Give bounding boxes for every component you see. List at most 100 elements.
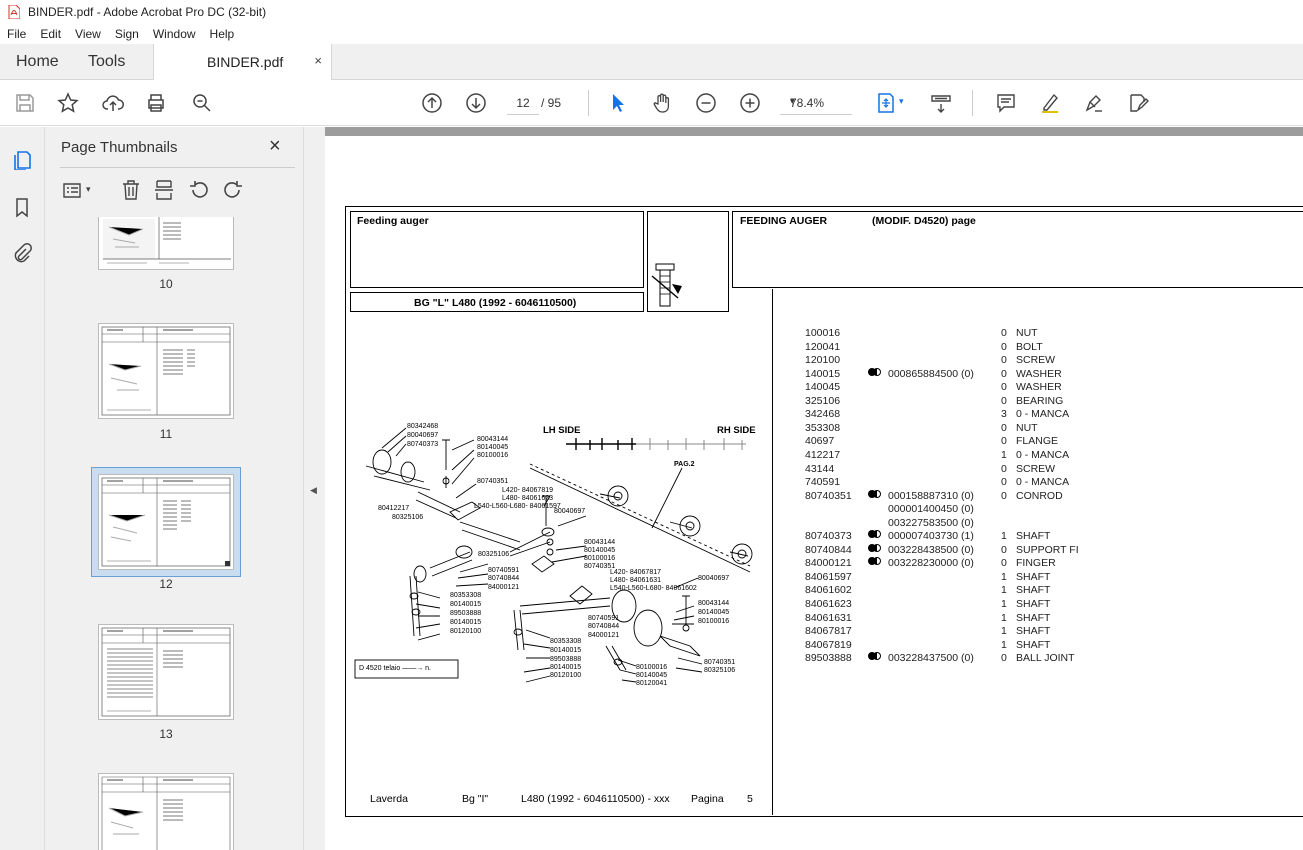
- part-description: 0 - MANCA: [1016, 448, 1070, 461]
- zoom-in-icon[interactable]: [738, 91, 762, 115]
- part-reference: 003227583500 (0): [888, 516, 974, 529]
- part-description: SHAFT: [1016, 598, 1051, 610]
- draw-pen-icon[interactable]: [1082, 91, 1106, 115]
- menu-file[interactable]: File: [7, 27, 27, 41]
- chevron-down-icon[interactable]: ▾: [86, 184, 91, 194]
- chevron-down-icon[interactable]: ▾: [899, 96, 904, 106]
- header-right-box: [732, 211, 1303, 288]
- part-code: 89503888: [805, 652, 852, 665]
- menu-sign[interactable]: Sign: [114, 27, 139, 41]
- tab-bar: Home Tools BINDER.pdf ×: [0, 44, 1303, 81]
- delete-pages-icon[interactable]: [119, 178, 143, 202]
- part-code: 43144: [805, 462, 835, 475]
- diagram-callout: 80120100: [450, 628, 482, 635]
- bookmarks-icon[interactable]: [10, 195, 34, 219]
- diagram-callout: 80740351: [704, 659, 736, 666]
- thumbnail-page-13[interactable]: [98, 624, 234, 720]
- thumbnail-page-11[interactable]: [98, 323, 234, 419]
- part-code: 140015: [805, 367, 841, 380]
- page-thumbnails-icon[interactable]: [10, 147, 34, 171]
- diagram-callout: 80043144: [584, 539, 616, 546]
- bookmark-star-icon[interactable]: [56, 91, 80, 115]
- part-description: 0 - MANCA: [1016, 408, 1070, 421]
- page-number-input[interactable]: [507, 91, 539, 115]
- part-code: 120041: [805, 340, 841, 353]
- panel-splitter[interactable]: ◀: [303, 127, 325, 850]
- diagram-callout: 80100016: [477, 452, 509, 459]
- next-page-icon[interactable]: [464, 91, 488, 115]
- zoom-out-icon[interactable]: [694, 91, 718, 115]
- tab-home[interactable]: Home: [16, 53, 59, 70]
- part-quantity: 0: [1001, 652, 1007, 665]
- part-quantity: 0: [1001, 462, 1007, 475]
- exploded-parts-diagram: [354, 427, 753, 683]
- lh-side-label: LH SIDE: [543, 425, 581, 436]
- part-description: SHAFT: [1016, 584, 1051, 597]
- menu-edit[interactable]: Edit: [40, 27, 62, 41]
- menu-help[interactable]: Help: [209, 27, 235, 41]
- diagram-callout: 80325106: [704, 667, 736, 674]
- part-quantity: 0: [1001, 394, 1007, 407]
- part-code: 40697: [805, 435, 835, 448]
- fill-sign-icon[interactable]: [1126, 91, 1150, 115]
- header-left-title: Feeding auger: [357, 215, 429, 227]
- diagram-callout: L420- 84067817: [610, 569, 661, 576]
- diagram-callout: 80325106: [478, 551, 510, 558]
- close-icon[interactable]: ×: [269, 135, 281, 157]
- search-zoom-icon[interactable]: [190, 91, 214, 115]
- hand-tool-icon[interactable]: [650, 91, 674, 115]
- part-description: SCREW: [1016, 462, 1056, 475]
- thumbnail-page-12[interactable]: [98, 474, 234, 570]
- rotate-counterclockwise-icon[interactable]: [187, 178, 211, 202]
- zoom-level-dropdown[interactable]: 78.4% ▾: [780, 91, 852, 115]
- part-quantity: 1: [1001, 598, 1007, 610]
- model-box: [350, 292, 644, 312]
- diagram-callout: 80043144: [698, 600, 730, 607]
- menu-view[interactable]: View: [75, 27, 101, 41]
- tab-close-icon[interactable]: ×: [314, 53, 322, 68]
- part-reference: 000001400450 (0): [888, 503, 974, 516]
- attachments-icon[interactable]: [10, 241, 34, 265]
- part-reference: 003228438500 (0): [888, 543, 974, 556]
- upload-cloud-icon[interactable]: [101, 91, 125, 115]
- select-cursor-icon[interactable]: [606, 91, 630, 115]
- diagram-callout: 80740591: [588, 615, 620, 622]
- part-code: 353308: [805, 421, 841, 434]
- diagram-callout: 80353308: [450, 592, 482, 599]
- thumbnail-list[interactable]: 10 11 12 13: [45, 217, 303, 850]
- scrolling-mode-icon[interactable]: [929, 91, 953, 115]
- collapse-panel-icon[interactable]: ◀: [310, 485, 317, 495]
- options-menu-icon[interactable]: [60, 178, 84, 202]
- part-quantity: 0: [1001, 354, 1007, 367]
- thumbnail-page-number: 10: [159, 277, 173, 291]
- highlight-pen-icon[interactable]: [1038, 91, 1062, 115]
- title-bar: BINDER.pdf - Adobe Acrobat Pro DC (32-bi…: [0, 0, 1303, 24]
- footer-bg: Bg "I": [462, 793, 489, 805]
- change-marker-icon: [868, 367, 876, 376]
- diagram-callout: 80740351: [477, 478, 509, 485]
- rotate-clockwise-icon[interactable]: [221, 178, 245, 202]
- diagram-callout: 80342468: [407, 423, 439, 430]
- thumbnail-page-10[interactable]: [98, 217, 234, 270]
- previous-page-icon[interactable]: [420, 91, 444, 115]
- part-quantity: 1: [1001, 530, 1007, 543]
- diagram-callout: 80100016: [584, 555, 616, 562]
- save-icon[interactable]: [13, 91, 37, 115]
- document-view[interactable]: [325, 127, 1303, 850]
- part-code: 412217: [805, 448, 841, 461]
- tab-tools[interactable]: Tools: [88, 53, 126, 70]
- extract-pages-icon[interactable]: [152, 178, 176, 202]
- chevron-down-icon: ▾: [790, 96, 795, 106]
- thumbnail-page-14[interactable]: [98, 773, 234, 850]
- part-description: BALL JOINT: [1016, 652, 1075, 665]
- print-icon[interactable]: [144, 91, 168, 115]
- tab-document[interactable]: BINDER.pdf ×: [153, 44, 332, 81]
- diagram-callout: 80140045: [584, 547, 616, 554]
- menu-window[interactable]: Window: [152, 27, 196, 41]
- part-reference: 003228230000 (0): [888, 557, 974, 570]
- part-quantity: 0: [1001, 381, 1007, 394]
- comment-icon[interactable]: [994, 91, 1018, 115]
- diagram-callout: L480- 84061623: [502, 495, 553, 502]
- symbol-box: [647, 211, 729, 312]
- fit-page-icon[interactable]: [874, 91, 898, 115]
